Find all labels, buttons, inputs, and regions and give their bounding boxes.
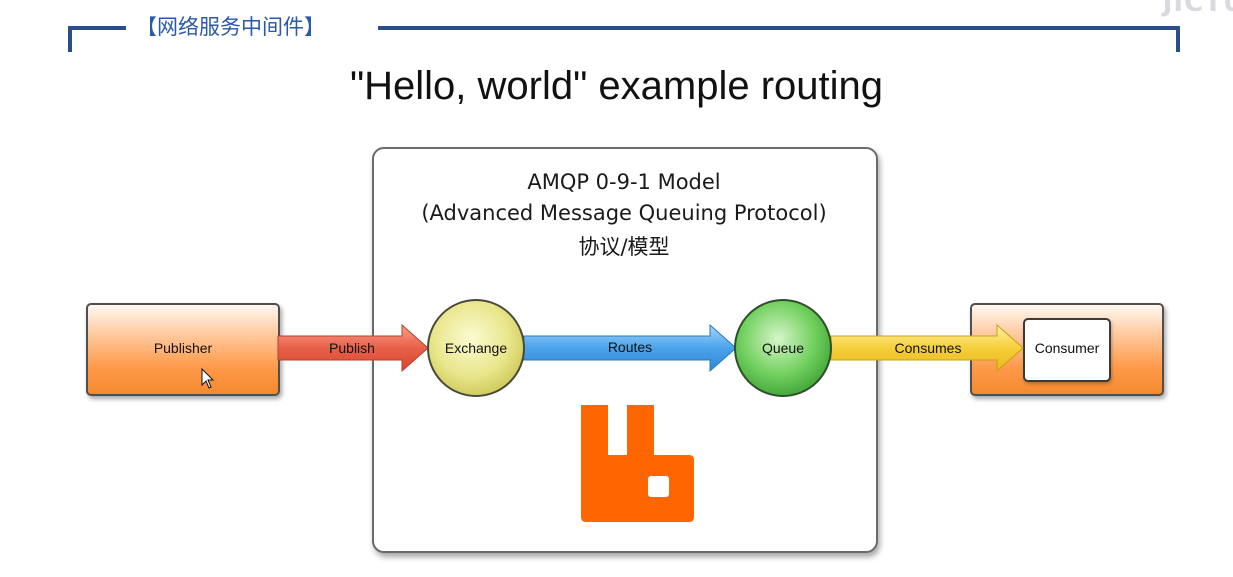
exchange-label: Exchange (444, 340, 508, 356)
publish-arrow-label: Publish (329, 340, 375, 356)
model-chinese-label: 协议/模型 (578, 235, 670, 259)
watermark: JICTU (1162, 0, 1233, 18)
header-frame-left-top (68, 26, 126, 30)
model-title: AMQP 0-9-1 Model (527, 170, 721, 194)
queue-label: Queue (761, 340, 805, 356)
header-frame-right-vertical (1176, 26, 1180, 52)
routes-arrow (523, 323, 737, 373)
queue-circle (734, 299, 832, 397)
header-frame-left-vertical (68, 26, 72, 52)
slide-title: "Hello, world" example routing (349, 64, 884, 108)
publisher-label: Publisher (153, 340, 213, 356)
consumes-arrow-label: Consumes (894, 340, 962, 356)
section-title: 【网络服务中间件】 (136, 15, 325, 39)
consumer-box (1023, 318, 1111, 382)
mouse-pointer-icon (201, 367, 215, 389)
header-frame-right-top (378, 26, 1180, 30)
rabbitmq-logo-icon (581, 405, 694, 522)
exchange-circle (427, 299, 525, 397)
consumes-arrow (830, 323, 1024, 373)
publish-arrow (277, 323, 429, 373)
publisher-box (86, 303, 280, 396)
consumer-label: Consumer (1034, 340, 1100, 356)
model-subtitle: (Advanced Message Queuing Protocol) (421, 201, 827, 225)
routes-arrow-label: Routes (607, 339, 653, 355)
